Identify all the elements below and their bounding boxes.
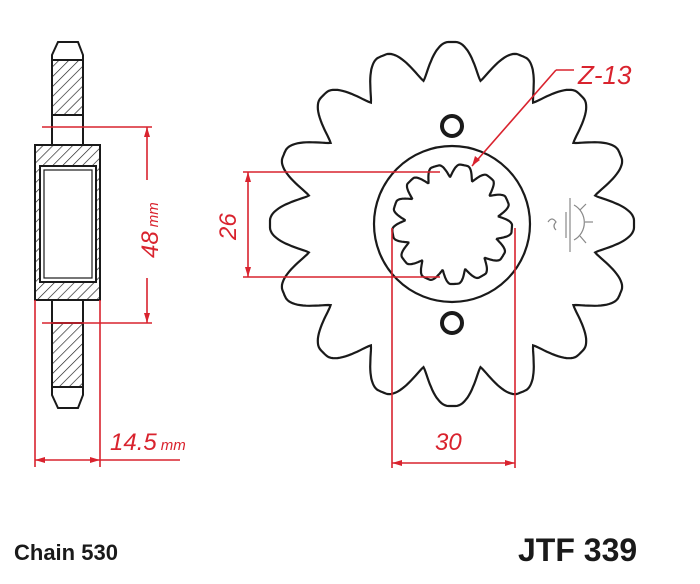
side-profile: [34, 41, 101, 409]
part-number: JTF 339: [518, 532, 638, 568]
hub-circle: [372, 144, 532, 304]
bolt-hole-bottom: [440, 311, 464, 335]
manufacturer-logo-icon: [547, 198, 593, 252]
chain-label: Chain 530: [14, 540, 118, 565]
spline-count-label: Z-13: [577, 60, 632, 90]
dim-inner-label: 26: [215, 213, 242, 241]
sprocket-front-view: [268, 40, 636, 408]
dim-hub-label: 48mm: [137, 202, 164, 258]
bolt-hole-top: [440, 114, 464, 138]
spline-bore: [391, 163, 514, 286]
dim-outer-label: 30: [435, 429, 462, 456]
dimension-lines: [34, 69, 574, 468]
sprocket-teeth-outline: [268, 40, 636, 408]
